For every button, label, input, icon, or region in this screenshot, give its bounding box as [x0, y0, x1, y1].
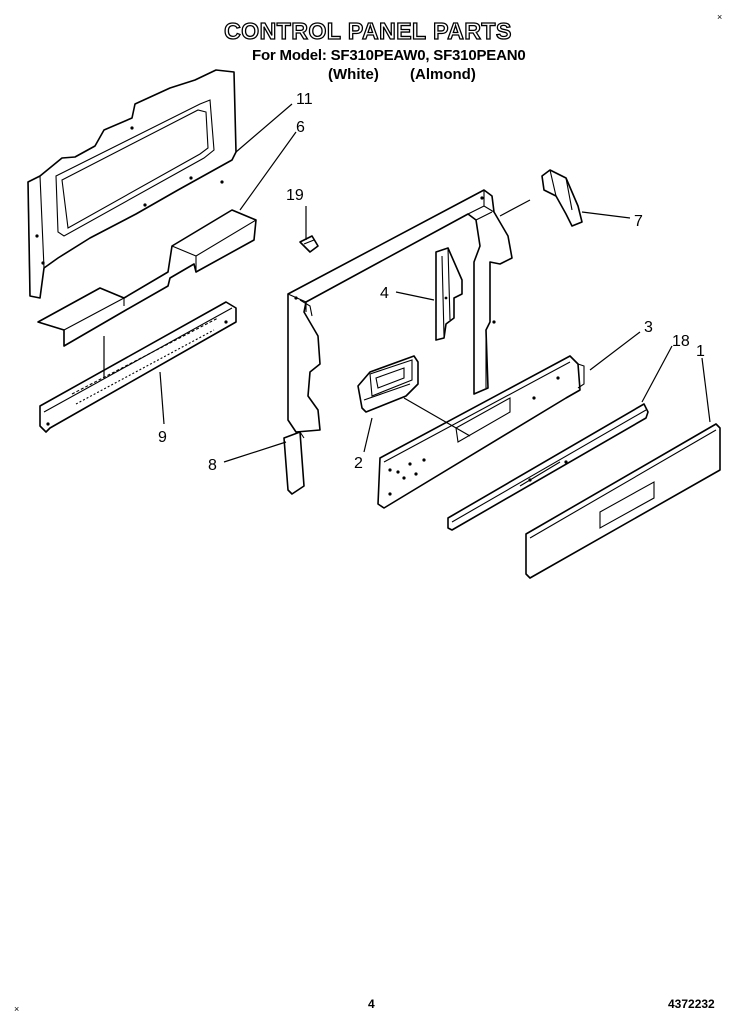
document-number: 4372232 — [668, 997, 715, 1011]
part-19-clip — [299, 235, 319, 253]
part-1-console-panel — [525, 423, 721, 579]
callout-9: 9 — [158, 429, 167, 446]
callout-3: 3 — [644, 319, 653, 336]
corner-mark-top-right: × — [717, 12, 722, 22]
part-4-bracket — [435, 247, 463, 341]
callout-1: 1 — [696, 343, 705, 360]
part-18-trim-strip — [447, 403, 649, 531]
callout-7: 7 — [634, 213, 643, 230]
callout-19: 19 — [286, 187, 304, 204]
part-11-back-panel — [27, 69, 237, 299]
part-2-clock-module — [357, 355, 419, 413]
callout-6: 6 — [296, 119, 305, 136]
callout-11: 11 — [296, 91, 313, 108]
part-9-vent-trim — [39, 301, 237, 433]
part-main-frame — [283, 189, 513, 495]
part-6-insulation-block — [37, 209, 257, 347]
corner-mark-bottom-left: × — [14, 1004, 19, 1014]
callout-4: 4 — [380, 285, 389, 302]
callout-2: 2 — [354, 455, 363, 472]
part-3-control-bracket — [377, 355, 585, 509]
leader-lines — [159, 103, 711, 463]
page-title: CONTROL PANEL PARTS — [224, 17, 512, 44]
page-number: 4 — [368, 997, 375, 1011]
color-label-almond: (Almond) — [410, 66, 476, 83]
model-line: For Model: SF310PEAW0, SF310PEAN0 — [252, 47, 526, 64]
callout-18: 18 — [672, 333, 690, 350]
part-7-end-cap — [541, 169, 583, 227]
callout-8: 8 — [208, 457, 217, 474]
color-label-white: (White) — [328, 66, 379, 83]
